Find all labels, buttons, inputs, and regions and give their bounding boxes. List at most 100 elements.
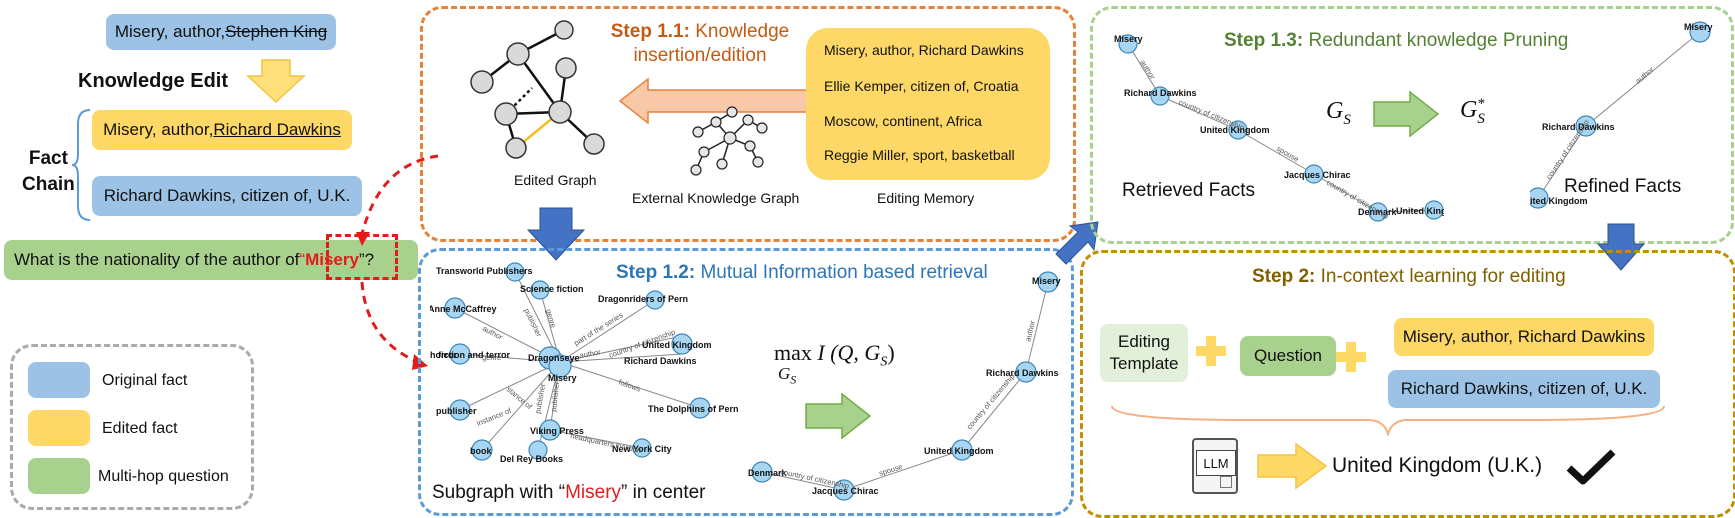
sg-edge-series: part of the series	[572, 310, 624, 347]
step12-title-bold: Step 1.2:	[616, 262, 696, 283]
original-fact-text: Misery, author,	[114, 22, 226, 41]
question-quote-open: “	[299, 250, 306, 269]
step2-fact-2-box: Richard Dawkins, citizen of, U.K.	[1388, 370, 1660, 408]
fact-chain-brace	[71, 109, 91, 221]
concat-brace	[1111, 405, 1665, 436]
llm-icon: LLM	[1192, 438, 1238, 494]
sg-edge-author-1: author	[481, 324, 504, 342]
step11-title-rest-2: insertion/edition	[633, 45, 767, 66]
knowledge-edit-title: Knowledge Edit	[78, 70, 228, 92]
path-edge-author: author	[1023, 319, 1037, 342]
path-node-chirac: Jacques Chirac	[812, 486, 879, 496]
path-edge-spouse: spouse	[878, 462, 904, 478]
sg-edge-instance: instance of	[475, 406, 513, 428]
path-node-misery: Misery	[1032, 276, 1061, 286]
gs-star-letter: G	[1460, 97, 1478, 123]
rf-node-misery: Misery	[1114, 34, 1143, 44]
legend-edited-label: Edited fact	[102, 420, 178, 437]
gs-symbol: GS	[1326, 98, 1351, 129]
legend-multihop-label: Multi-hop question	[98, 468, 229, 485]
legend-swatch-edited	[28, 410, 90, 446]
formula-sub-s: S	[790, 372, 797, 387]
rf-node-uk-2: United Kingdom	[1396, 206, 1444, 216]
misery-subgraph: Transworld Publishers Science fiction Dr…	[430, 262, 739, 464]
formula-close: )	[887, 340, 895, 365]
step13-title: Step 1.3: Redundant knowledge Pruning	[1224, 30, 1568, 52]
original-fact-box: Misery, author, Stephen King	[106, 14, 336, 50]
editing-template-box: Editing Template	[1100, 324, 1188, 382]
retrieved-path-graph: Misery Richard Dawkins United Kingdom Ja…	[748, 271, 1061, 501]
sg-node-transworld: Transworld Publishers	[436, 266, 533, 276]
step11-to-step12-arrow	[526, 207, 586, 261]
editing-memory-box	[806, 28, 1050, 180]
rf-edge-spouse: spouse	[1275, 144, 1300, 164]
rf-edge-author: author	[1138, 58, 1157, 81]
external-kg-drawing	[690, 106, 768, 176]
sg-node-publisher: publisher	[436, 406, 477, 416]
legend-swatch-original	[28, 362, 90, 398]
step11-title-bold: Step 1.1:	[610, 21, 690, 42]
fact-chain-label: Fact Chain	[22, 146, 75, 198]
rf-node-uk: United Kingdom	[1200, 125, 1270, 135]
plus-icon-1-vertical	[1206, 336, 1216, 366]
question-prefix: What is the nationality of the author of	[14, 250, 300, 269]
caption-prefix: Subgraph with “	[432, 482, 566, 503]
step12-panel	[418, 248, 1074, 516]
gs-star-sup: *	[1476, 96, 1485, 112]
sg-node-book: book	[470, 446, 492, 456]
plus-icon-2-vertical	[1346, 342, 1356, 372]
question-keyword: Misery	[305, 250, 359, 269]
step12-caption: Subgraph with “Misery” in center	[432, 482, 706, 504]
memory-item-1: Misery, author, Richard Dawkins	[824, 42, 1024, 58]
step2-title-bold: Step 2:	[1252, 266, 1316, 287]
formula-expr: I (Q, G	[817, 340, 881, 365]
edited-fact-box: Misery, author, Richard Dawkins	[92, 110, 352, 150]
refined-node-misery: Misery	[1684, 22, 1713, 32]
sg-edge-publisher-2: publisher	[533, 382, 547, 414]
edited-fact-underlined: Richard Dawkins	[213, 120, 341, 139]
memory-item-4: Reggie Miller, sport, basketball	[824, 147, 1015, 163]
sg-node-delrey: Del Rey Books	[500, 454, 563, 464]
step11-title: Step 1.1: Knowledge insertion/edition	[600, 20, 800, 68]
step11-panel	[420, 6, 1076, 242]
step12-title: Step 1.2: Mutual Information based retri…	[616, 262, 988, 284]
edited-fact-text: Misery, author,	[103, 120, 214, 139]
template-line-2: Template	[1109, 354, 1179, 373]
sg-edge-genre-1: genre	[544, 308, 558, 329]
question-quote-close: ”?	[358, 250, 375, 269]
sg-node-dolphins: The Dolphins of Pern	[648, 404, 739, 414]
sg-node-misery: Misery	[548, 373, 577, 383]
question-label: Question	[1253, 346, 1323, 365]
sg-edge-publisher-3: publisher	[549, 380, 561, 412]
fact-chain-label-1: Fact	[28, 148, 68, 169]
original-fact-struck: Stephen King	[225, 22, 328, 41]
gs-letter: G	[1326, 98, 1344, 124]
rf-node-denmark: Denmark	[1358, 207, 1398, 217]
checkmark-icon	[1566, 449, 1616, 485]
question-box: Question	[1240, 336, 1336, 376]
sg-edge-follows: follows	[617, 377, 642, 393]
refined-node-dawkins: Richard Dawkins	[1542, 122, 1615, 132]
refined-facts-label: Refined Facts	[1564, 176, 1682, 197]
mi-formula: max I (Q, GS) GS	[774, 340, 895, 386]
memory-item-2: Ellie Kemper, citizen of, Croatia	[824, 78, 1019, 94]
sg-node-nyc: New York City	[612, 444, 672, 454]
step11-title-rest-1: Knowledge	[689, 21, 790, 42]
template-line-1: Editing	[1118, 332, 1170, 351]
step2-fact-1-box: Misery, author, Richard Dawkins	[1394, 318, 1654, 356]
sg-edge-author-2: author	[579, 347, 602, 360]
step13-panel	[1090, 6, 1734, 244]
sg-node-anne: Anne McCaffrey	[430, 304, 497, 314]
pruning-right-arrow	[1373, 90, 1440, 138]
formula-sub: G	[778, 364, 791, 383]
sg-node-dragonseye: Dragonseye	[528, 353, 580, 363]
gs-star-sub: S	[1477, 110, 1485, 127]
sg-edge-genre-2: genre	[482, 353, 501, 362]
step2-fact-1-text: Misery, author, Richard Dawkins	[1402, 327, 1646, 346]
sg-node-dragonriders: Dragonriders of Pern	[598, 294, 688, 304]
legend-swatch-multihop	[28, 458, 90, 494]
sg-node-uk: United Kingdom	[642, 340, 712, 350]
external-kg-label: External Knowledge Graph	[632, 190, 800, 206]
answer-text: United Kingdom (U.K.)	[1332, 454, 1543, 477]
refined-facts-graph: Misery Richard Dawkins United Kingdom au…	[1530, 21, 1713, 209]
